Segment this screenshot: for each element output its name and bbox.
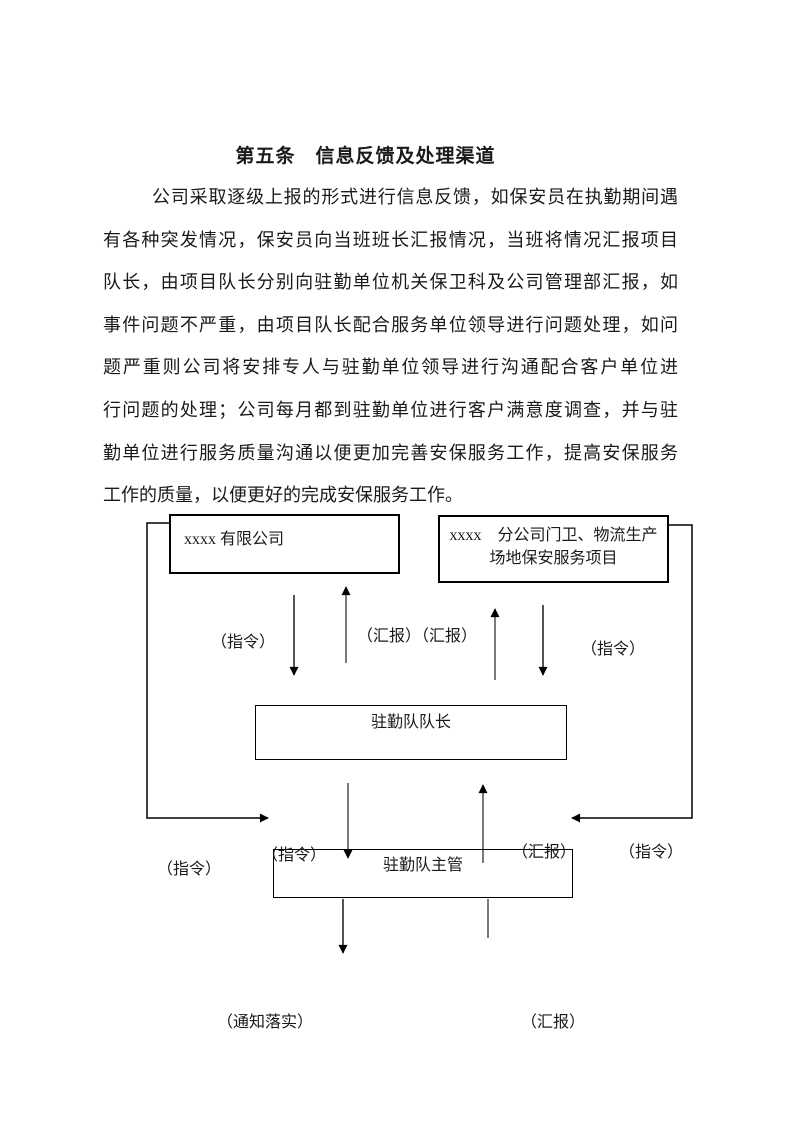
paragraph-line: 公司采取逐级上报的形式进行信息反馈，如保安员在执勤期间遇 xyxy=(152,187,678,207)
page-title: 第五条 信息反馈及处理渠道 xyxy=(235,146,496,167)
paragraph-line: 行问题的处理；公司每月都到驻勤单位进行客户满意度调查，并与驻 xyxy=(103,399,678,420)
box-captain: 驻勤队队长 xyxy=(255,705,567,760)
paragraph-line: 有各种突发情况，保安员向当班班长汇报情况，当班将情况汇报项目 xyxy=(103,229,678,250)
box-supervisor: 驻勤队主管 xyxy=(273,849,573,898)
label-command-left-mid: （指令） xyxy=(211,634,276,651)
label-command-right-mid: （指令） xyxy=(581,641,646,658)
paragraph-line: 事件问题不严重，由项目队长配合服务单位领导进行问题处理，如问 xyxy=(103,314,678,335)
paragraph-line: 队长，由项目队长分别向驻勤单位机关保卫科及公司管理部汇报，如 xyxy=(103,272,678,293)
connector-company-to-supervisor xyxy=(146,522,269,823)
label-report-bottom: （汇报） xyxy=(521,1014,586,1031)
label-report-double: （汇报）（汇报） xyxy=(357,628,478,645)
paragraph-line: 工作的质量，以便更好的完成安保服务工作。 xyxy=(103,485,463,506)
label-command-far-left: （指令） xyxy=(157,861,222,878)
label-notify-bottom: （通知落实） xyxy=(217,1014,314,1031)
body-paragraph: 公司采取逐级上报的形式进行信息反馈，如保安员在执勤期间遇 有各种突发情况，保安员… xyxy=(103,176,678,517)
box-company: xxxx 有限公司 xyxy=(169,514,400,574)
flow-arrows xyxy=(146,522,693,954)
paragraph-line: 题严重则公司将安排专人与驻勤单位领导进行沟通配合客户单位进 xyxy=(103,357,678,378)
paragraph-line: 勤单位进行服务质量沟通以便更加完善安保服务工作，提高安保服务 xyxy=(103,442,678,463)
connector-project-to-supervisor xyxy=(571,524,693,823)
label-command-box-left: （指令） xyxy=(262,847,327,864)
label-command-right-low: （指令） xyxy=(619,844,684,861)
box-project-line2: 场地保安服务项目 xyxy=(489,550,618,567)
box-project-line1: xxxx 分公司门卫、物流生产 xyxy=(449,527,658,544)
box-project: xxxx 分公司门卫、物流生产 场地保安服务项目 xyxy=(438,515,669,583)
label-report-box-right: （汇报） xyxy=(512,844,577,861)
org-flow-diagram: xxxx 有限公司 xxxx 分公司门卫、物流生产 场地保安服务项目 驻勤队队长… xyxy=(0,505,793,1065)
